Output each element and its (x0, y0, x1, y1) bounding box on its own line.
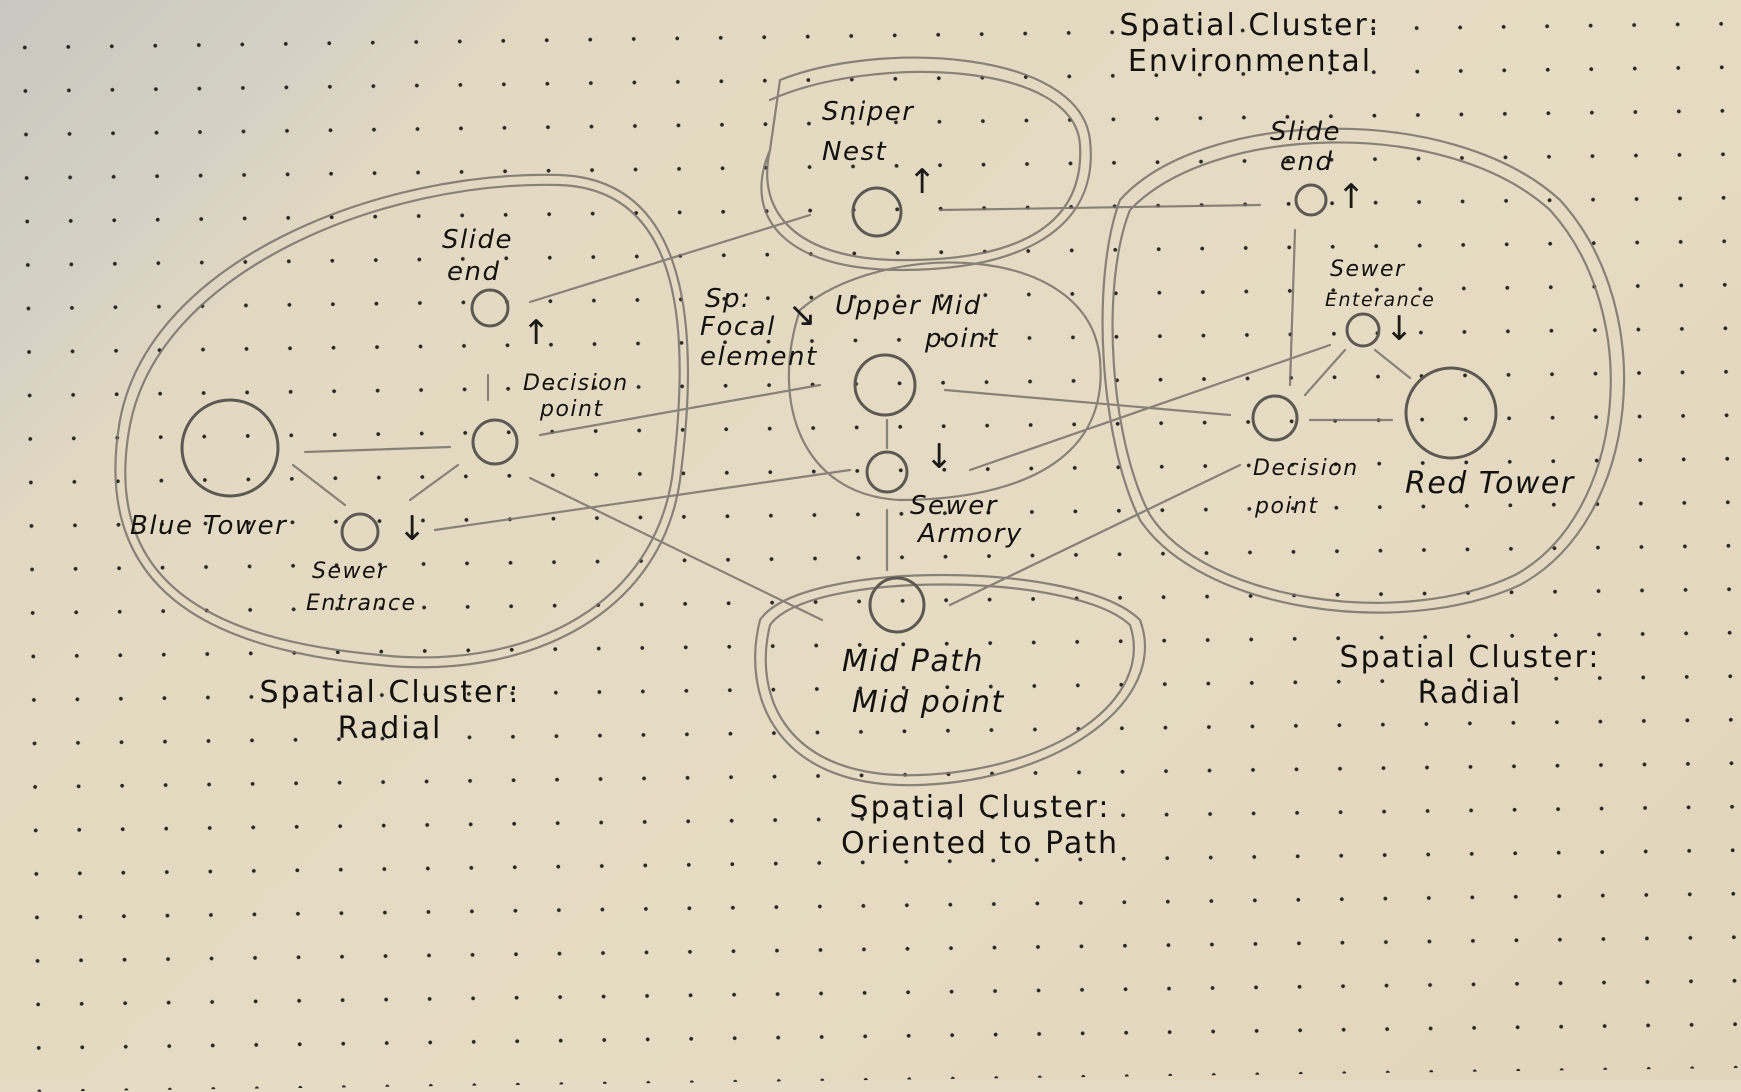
sewer-armory-label-1: Sewer (910, 491, 998, 521)
left-cluster-title: Spatial Cluster: Radial (220, 675, 560, 747)
right-slide-end-node (1294, 183, 1328, 217)
middle-cluster-title: Spatial Cluster: Oriented to Path (800, 790, 1160, 862)
sp-focal-label-3: element (700, 342, 818, 372)
left-slide-end-label-2: end (447, 257, 501, 287)
upper-mid-point-label-1: Upper Mid (835, 291, 982, 321)
left-sewer-entrance-node (340, 512, 380, 552)
right-decision-point-node (1251, 394, 1299, 442)
down-arrow-icon: ↓ (1385, 309, 1414, 349)
right-sewer-entrance-label-2: Enterance (1325, 289, 1436, 311)
right-slide-end-label-2: end (1280, 147, 1334, 177)
diagonal-arrow-icon: ↘ (788, 295, 817, 335)
sniper-nest-node (851, 186, 903, 238)
sniper-nest-label-1: Sniper (822, 97, 915, 127)
upper-mid-point-label-2: point (925, 324, 999, 354)
sewer-armory-label-2: Armory (918, 519, 1023, 549)
left-cluster-title-line-2: Radial (337, 711, 443, 746)
right-sewer-entrance-label-1: Sewer (1330, 257, 1406, 282)
top-cluster-title: Spatial Cluster: Environmental (1100, 8, 1400, 80)
red-tower-label: Red Tower (1405, 466, 1575, 501)
right-decision-point-label-2: point (1255, 494, 1319, 519)
left-decision-point-label-2: point (540, 397, 604, 422)
middle-cluster-title-line-1: Spatial Cluster: (849, 790, 1111, 825)
sp-focal-label-1: Sp: (705, 284, 752, 314)
sp-focal-label-2: Focal (700, 312, 776, 342)
left-decision-point-node (471, 418, 519, 466)
top-cluster-title-line-1: Spatial Cluster: (1119, 8, 1381, 43)
up-arrow-icon: ↑ (522, 313, 551, 353)
right-cluster-title-line-2: Radial (1417, 676, 1523, 711)
up-arrow-icon: ↑ (908, 162, 937, 202)
red-tower-node (1404, 366, 1498, 460)
mid-path-label-1: Mid Path (842, 644, 985, 679)
up-arrow-icon: ↑ (1337, 177, 1366, 217)
mid-path-label-2: Mid point (852, 685, 1005, 720)
sniper-nest-label-2: Nest (822, 137, 888, 167)
left-slide-end-node (470, 288, 510, 328)
mid-path-mid-point-node (868, 576, 926, 634)
top-cluster-title-line-2: Environmental (1127, 44, 1373, 79)
left-decision-point-label-1: Decision (523, 371, 629, 396)
blue-tower-label: Blue Tower (130, 511, 288, 541)
sewer-armory-node (865, 450, 909, 494)
right-cluster-boundary (1101, 127, 1626, 614)
middle-cluster-boundary (787, 261, 1102, 502)
top-cluster-boundary (760, 56, 1092, 272)
right-decision-point-label-1: Decision (1253, 456, 1359, 481)
right-cluster-title-line-1: Spatial Cluster: (1339, 640, 1601, 675)
left-slide-end-label-1: Slide (442, 225, 513, 255)
blue-tower-node (180, 398, 280, 498)
right-sewer-entrance-node (1345, 312, 1381, 348)
right-cluster-title: Spatial Cluster: Radial (1290, 640, 1650, 712)
left-sewer-entrance-label-2: Entrance (306, 591, 417, 616)
right-slide-end-label-1: Slide (1270, 117, 1341, 147)
left-cluster-boundary (114, 173, 690, 669)
upper-mid-point-node (853, 353, 917, 417)
left-sewer-entrance-label-1: Sewer (312, 559, 388, 584)
down-arrow-icon: ↓ (398, 509, 427, 549)
middle-cluster-title-line-2: Oriented to Path (840, 826, 1120, 861)
down-arrow-icon: ↓ (925, 437, 954, 477)
left-cluster-title-line-1: Spatial Cluster: (259, 675, 521, 710)
